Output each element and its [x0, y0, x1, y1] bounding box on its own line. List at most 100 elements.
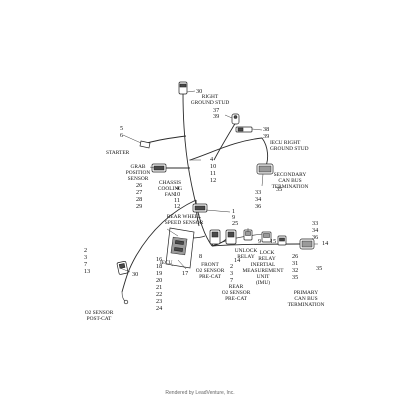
- harness-branch-primary: [211, 243, 301, 247]
- label-o2-post-1: O2 SENSOR: [85, 310, 114, 316]
- o2-post-cat-connector: [116, 261, 129, 275]
- label-grab-3: SENSOR: [128, 176, 149, 182]
- harness-branch-o2-post-cat: [121, 199, 197, 293]
- callout-grab-28: 28: [136, 196, 142, 203]
- callout-14-a: 14: [234, 257, 240, 264]
- rear-wheel-speed-sensor-connector: [192, 203, 208, 213]
- callout-iecu-18: 18: [156, 263, 162, 270]
- callout-fan-12: 12: [174, 203, 180, 210]
- secondary-can-bus-termination: [256, 163, 274, 175]
- callout-primary-36: 36: [312, 234, 318, 241]
- label-iecu-right-ground-stud-1: IECU RIGHT: [270, 140, 301, 146]
- label-imu-3: UNIT: [257, 274, 271, 280]
- callout-iecu-22: 22: [156, 291, 162, 298]
- label-front-o2-1: FRONT: [201, 262, 219, 268]
- callout-iecu-21: 21: [156, 284, 162, 291]
- label-lock-2: RELAY: [258, 256, 276, 262]
- label-primary-1: PRIMARY: [294, 290, 318, 296]
- callout-imu-26: 26: [292, 253, 298, 260]
- callout-primary-34: 34: [312, 227, 318, 234]
- label-imu-4: (IMU): [256, 279, 270, 286]
- footer-credit: Rendered by LeadVenture, Inc.: [165, 390, 234, 396]
- callout-grab-26: 26: [136, 182, 142, 189]
- callout-imu-31: 31: [292, 260, 298, 267]
- callout-starter-10: 10: [210, 163, 216, 170]
- callout-8: 8: [199, 253, 202, 260]
- label-right-ground-stud-2: GROUND STUD: [191, 100, 230, 106]
- front-o2-sensor-connector: [209, 229, 221, 245]
- label-imu-2: MEASUREMENT: [242, 268, 284, 274]
- callout-rear-o2-7: 7: [230, 277, 233, 284]
- callout-fan-11: 11: [174, 197, 180, 204]
- callout-primary-33: 33: [312, 220, 318, 227]
- label-right-ground-stud-1: RIGHT: [202, 94, 219, 100]
- label-rear-wheel-1: REAR WHEEL: [167, 214, 202, 220]
- callout-37: 37: [213, 107, 219, 114]
- label-secondary-3: TERMINATION: [272, 184, 309, 190]
- label-secondary-2: CAN BUS: [278, 178, 301, 184]
- label-rear-wheel-2: SPEED SENSOR: [165, 220, 204, 226]
- callout-grab-29: 29: [136, 203, 142, 210]
- callout-imu-35: 35: [292, 274, 298, 281]
- label-fan-1: CHASSIS: [159, 180, 181, 186]
- label-starter: STARTER: [106, 150, 130, 156]
- callout-39-a: 39: [213, 113, 219, 120]
- callout-starter-12: 12: [210, 177, 216, 184]
- harness-branch-right-ground: [213, 121, 237, 161]
- callout-9: 9: [258, 238, 261, 245]
- iecu-module: [165, 227, 195, 269]
- label-imu-1: INERTIAL: [251, 262, 276, 268]
- callout-secondary-36: 36: [255, 203, 261, 210]
- starter-terminal: [139, 140, 151, 149]
- lock-relay: [261, 231, 272, 243]
- label-fan-3: FAN: [165, 192, 175, 198]
- label-rear-o2-3: PRE-CAT: [225, 296, 248, 302]
- callout-rear-wheel-9: 9: [232, 214, 235, 221]
- callout-30-bottom: 30: [132, 271, 138, 278]
- callout-imu-32: 32: [292, 267, 298, 274]
- label-front-o2-2: O2 SENSOR: [196, 268, 225, 274]
- callout-35-b: 35: [316, 265, 322, 272]
- label-grab-1: GRAB: [131, 164, 146, 170]
- callout-rear-wheel-1: 1: [232, 208, 235, 215]
- callout-iecu-19: 19: [156, 270, 162, 277]
- callout-grab-27: 27: [136, 189, 142, 196]
- label-primary-3: TERMINATION: [288, 302, 325, 308]
- label-front-o2-3: PRE-CAT: [199, 274, 222, 280]
- label-unlock-2: RELAY: [237, 254, 255, 260]
- harness-branch-rear-wheel: [195, 199, 200, 227]
- callout-rear-wheel-25: 25: [232, 220, 238, 227]
- label-iecu: IECU: [160, 260, 173, 266]
- label-grab-2: POSITION: [126, 170, 151, 176]
- grab-position-sensor-connector: [151, 163, 167, 173]
- label-rear-o2-2: O2 SENSOR: [222, 290, 251, 296]
- callout-14-b: 14: [322, 240, 328, 247]
- leader-lines: [119, 90, 318, 273]
- callout-secondary-34: 34: [255, 196, 261, 203]
- callout-35-a: 35: [276, 186, 282, 193]
- right-ground-stud: [231, 113, 240, 125]
- o2-post-cat-clip: [123, 299, 129, 305]
- top-connector: [178, 81, 188, 95]
- callout-iecu-23: 23: [156, 298, 162, 305]
- callout-starter-11: 11: [210, 170, 216, 177]
- callout-6: 6: [120, 132, 123, 139]
- callout-39-b: 39: [263, 133, 269, 140]
- callout-rear-o2-3: 3: [230, 270, 233, 277]
- harness-trunk: [182, 91, 213, 247]
- label-fan-2: COOLING: [158, 186, 182, 192]
- harness-branch-secondary: [189, 137, 269, 171]
- callout-fan-4: 4: [176, 185, 179, 192]
- callout-17: 17: [182, 270, 188, 277]
- callout-left-7: 7: [84, 261, 87, 268]
- callout-38: 38: [263, 126, 269, 133]
- iecu-right-ground-stud: [235, 126, 253, 133]
- inertial-measurement-unit: [277, 235, 287, 246]
- callout-left-2: 2: [84, 247, 87, 254]
- callout-starter-4: 4: [210, 156, 213, 163]
- callout-iecu-20: 20: [156, 277, 162, 284]
- callout-fan-10: 10: [174, 191, 180, 198]
- callout-secondary-33: 33: [255, 189, 261, 196]
- harness-branch-starter: [146, 135, 187, 144]
